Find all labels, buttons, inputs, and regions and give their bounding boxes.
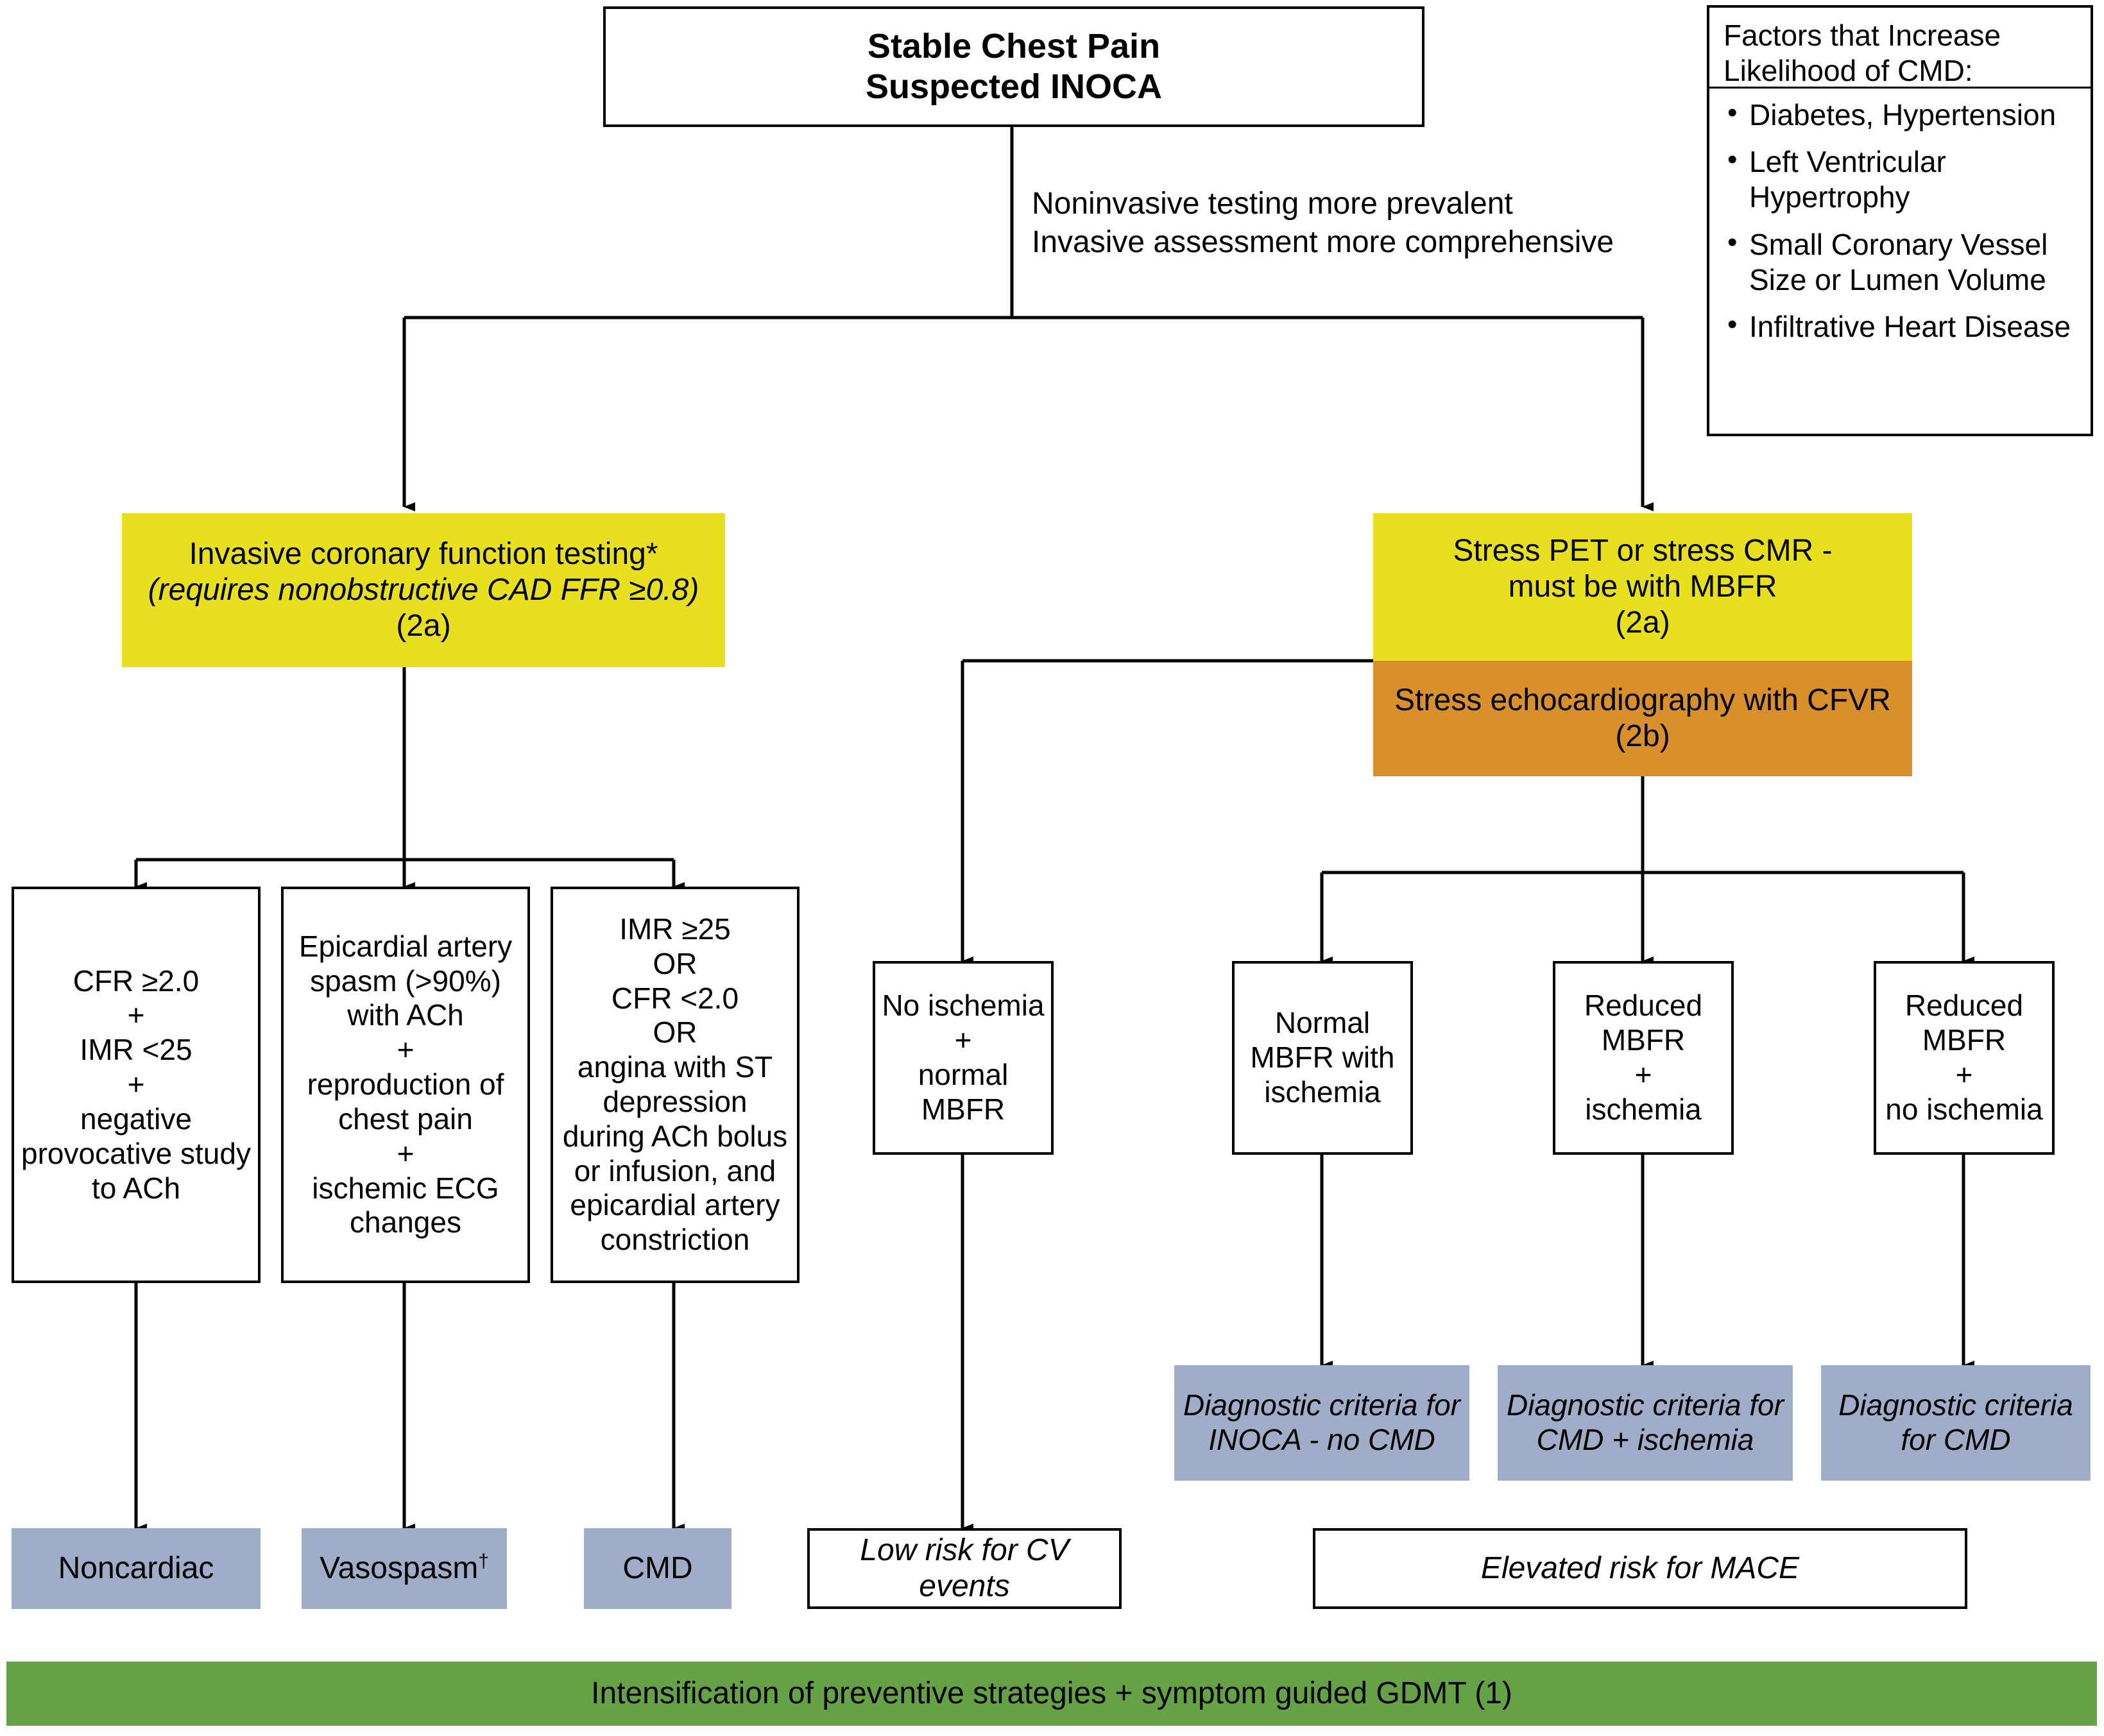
result-text: Reduced MBFR + no ischemia — [1885, 989, 2043, 1126]
edge-label-testing-spectrum: Noninvasive testing more prevalent Invas… — [1032, 187, 1614, 259]
risk-label: Elevated risk for MACE — [1480, 1551, 1800, 1585]
result-box-no-ischemia-normal-mbfr[interactable]: No ischemia + normal MBFR — [873, 961, 1054, 1155]
result-box-reduced-mbfr-ischemia[interactable]: Reduced MBFR + ischemia — [1553, 961, 1734, 1155]
invasive-line-2: (requires nonobstructive CAD FFR ≥0.8) — [148, 572, 699, 607]
dx-text: Diagnostic criteria for INOCA - no CMD — [1183, 1388, 1461, 1456]
diagnosis-box-noncardiac[interactable]: Noncardiac — [12, 1528, 261, 1609]
dx-text: Diagnostic criteria for CMD + ischemia — [1506, 1388, 1784, 1456]
result-box-reduced-mbfr-no-ischemia[interactable]: Reduced MBFR + no ischemia — [1874, 961, 2055, 1155]
criteria-box-cmd[interactable]: IMR ≥25 OR CFR <2.0 OR angina with ST de… — [551, 887, 800, 1283]
invasive-line-1: Invasive coronary function testing* — [189, 536, 658, 571]
criteria-box-vasospasm[interactable]: Epicardial artery spasm (>90%) with ACh … — [281, 887, 530, 1283]
root-line-1: Stable Chest Pain — [867, 26, 1161, 65]
factor-item: Left Ventricular Hypertrophy — [1727, 143, 2076, 215]
result-text: Reduced MBFR + ischemia — [1584, 989, 1703, 1126]
risk-label: Low risk for CV events — [860, 1533, 1069, 1603]
factors-panel-list: Diabetes, Hypertension Left Ventricular … — [1707, 89, 2093, 436]
factor-item: Small Coronary Vessel Size or Lumen Volu… — [1727, 226, 2076, 298]
factor-item: Diabetes, Hypertension — [1727, 96, 2076, 133]
stress-echo-cor: (2b) — [1615, 719, 1670, 753]
dx-box-cmd-plus-ischemia[interactable]: Diagnostic criteria for CMD + ischemia — [1498, 1365, 1793, 1481]
risk-box-elevated-mace[interactable]: Elevated risk for MACE — [1313, 1528, 1967, 1609]
factors-panel-heading: Factors that Increase Likelihood of CMD: — [1707, 5, 2093, 89]
vasospasm-footnote-marker: † — [478, 1550, 489, 1572]
criteria-text: Epicardial artery spasm (>90%) with ACh … — [298, 929, 513, 1239]
diagnosis-box-cmd[interactable]: CMD — [584, 1528, 731, 1609]
risk-box-low-cv-events[interactable]: Low risk for CV events — [807, 1528, 1122, 1609]
result-box-normal-mbfr-with-ischemia[interactable]: Normal MBFR with ischemia — [1232, 961, 1413, 1155]
result-text: Normal MBFR with ischemia — [1250, 1006, 1395, 1109]
root-line-2: Suspected INOCA — [865, 67, 1163, 106]
dx-box-cmd[interactable]: Diagnostic criteria for CMD — [1821, 1365, 2091, 1481]
footer-bar-gdmt[interactable]: Intensification of preventive strategies… — [6, 1662, 2097, 1726]
dx-text: Diagnostic criteria for CMD — [1838, 1388, 2073, 1456]
diagnosis-label: Vasospasm — [320, 1551, 479, 1585]
footer-label: Intensification of preventive strategies… — [591, 1676, 1512, 1710]
dx-box-inoca-no-cmd[interactable]: Diagnostic criteria for INOCA - no CMD — [1174, 1365, 1469, 1481]
result-text: No ischemia + normal MBFR — [882, 989, 1045, 1126]
node-invasive-coronary-function-testing[interactable]: Invasive coronary function testing* (req… — [122, 513, 725, 667]
factor-item: Infiltrative Heart Disease — [1727, 308, 2076, 345]
node-stress-pet-or-cmr[interactable]: Stress PET or stress CMR - must be with … — [1373, 513, 1912, 661]
criteria-box-noncardiac[interactable]: CFR ≥2.0 + IMR <25 + negative provocativ… — [12, 887, 261, 1283]
node-stress-echocardiography-cfvr[interactable]: Stress echocardiography with CFVR (2b) — [1373, 661, 1912, 776]
stress-pet-line-2: must be with MBFR — [1508, 569, 1777, 604]
stress-echo-line-1: Stress echocardiography with CFVR — [1394, 683, 1891, 717]
invasive-cor: (2a) — [396, 609, 451, 643]
diagnosis-label: CMD — [622, 1551, 693, 1585]
stress-pet-cor: (2a) — [1615, 606, 1670, 640]
criteria-text: IMR ≥25 OR CFR <2.0 OR angina with ST de… — [562, 912, 788, 1257]
diagnosis-label: Noncardiac — [58, 1551, 214, 1585]
diagnosis-box-vasospasm[interactable]: Vasospasm† — [302, 1528, 507, 1609]
root-node-stable-chest-pain[interactable]: Stable Chest Pain Suspected INOCA — [603, 6, 1424, 127]
stress-pet-line-1: Stress PET or stress CMR - — [1453, 533, 1833, 568]
criteria-text: CFR ≥2.0 + IMR <25 + negative provocativ… — [21, 964, 251, 1205]
